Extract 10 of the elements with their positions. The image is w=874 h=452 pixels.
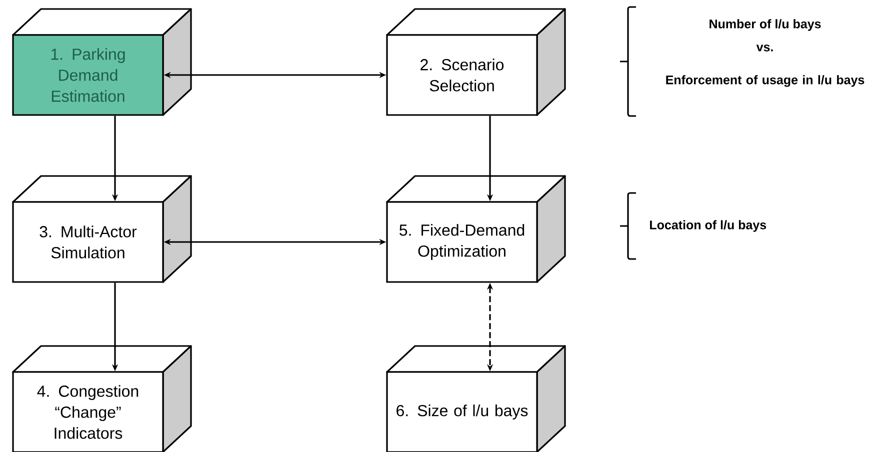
cuboid-box: 1. Parking Demand Estimation [12, 8, 192, 116]
cuboid-box: 4. Congestion “Change” Indicators [12, 345, 192, 452]
note-text: vs. [756, 44, 773, 52]
cuboid-box: 3. Multi-Actor Simulation [12, 175, 192, 283]
cuboid-box: 2. Scenario Selection [386, 8, 566, 116]
note-text: Number of l/u bays [710, 19, 821, 31]
cuboid-box: 6. Size of l/u bays [386, 345, 566, 452]
cuboid-box: 5. Fixed-Demand Optimization [386, 175, 566, 283]
note-text: Location of l/u bays [650, 220, 766, 232]
note-text: Enforcement of usage in l/u bays [666, 75, 864, 87]
